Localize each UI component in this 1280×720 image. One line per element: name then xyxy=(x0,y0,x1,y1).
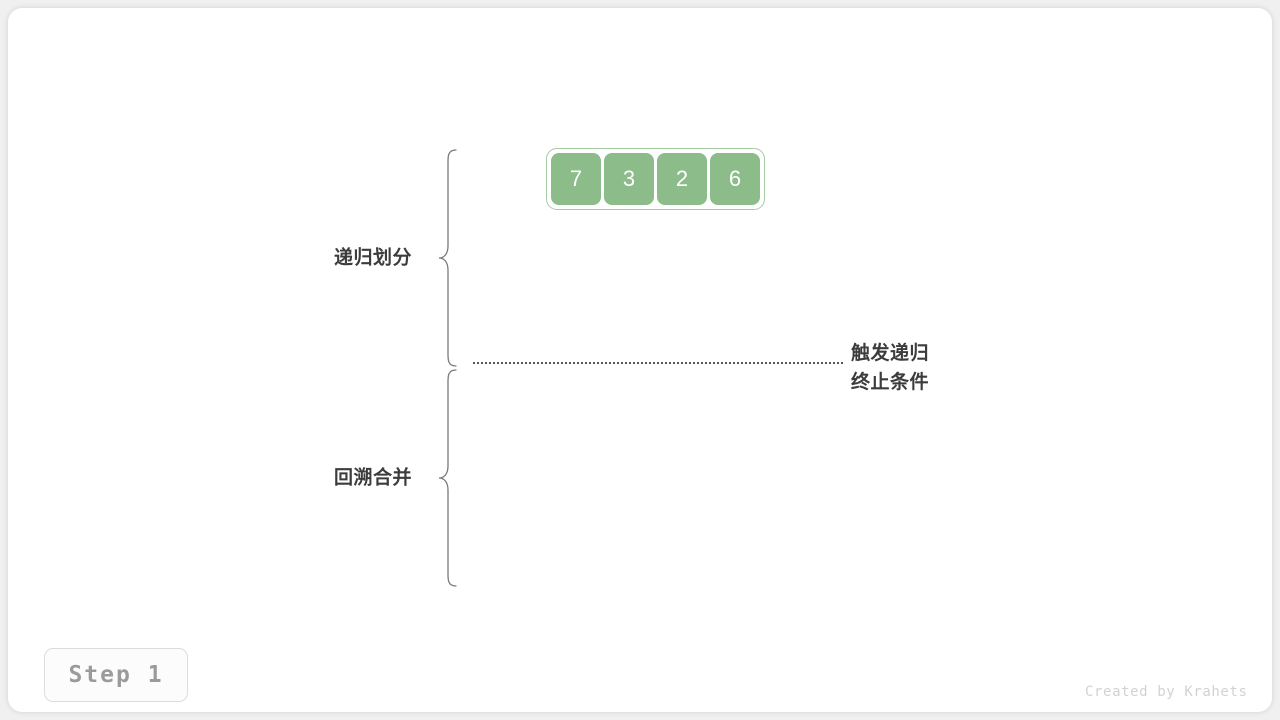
recursion-boundary-divider xyxy=(473,362,843,364)
array-cell[interactable]: 6 xyxy=(710,153,760,205)
array-cell[interactable]: 2 xyxy=(657,153,707,205)
slide-canvas: 递归划分 7 3 2 6 触发递归 终止条件 回溯合并 Step 1 Creat… xyxy=(8,8,1272,712)
section-label-divide: 递归划分 xyxy=(333,247,412,269)
array-cell[interactable]: 3 xyxy=(604,153,654,205)
brace-divide xyxy=(438,149,457,367)
step-badge-label: Step 1 xyxy=(68,662,164,688)
brace-merge xyxy=(438,369,457,587)
array-container: 7 3 2 6 xyxy=(546,148,765,210)
step-badge: Step 1 xyxy=(44,648,188,702)
annotation-line-1: 触发递归 xyxy=(851,343,930,364)
annotation-line-2: 终止条件 xyxy=(851,372,930,393)
termination-condition-annotation: 触发递归 终止条件 xyxy=(851,339,929,397)
credit-text: Created by Krahets xyxy=(1085,684,1248,700)
section-label-merge: 回溯合并 xyxy=(333,467,412,489)
array-cell[interactable]: 7 xyxy=(551,153,601,205)
